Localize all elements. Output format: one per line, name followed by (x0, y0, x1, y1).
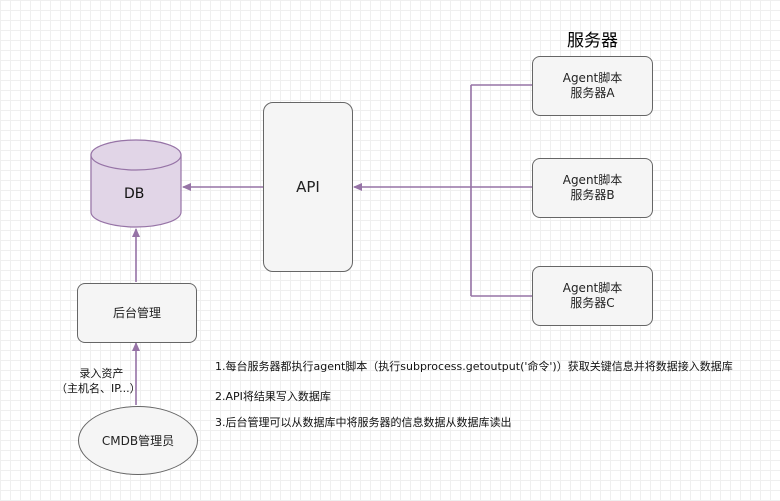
server-b-line1: Agent脚本 (562, 173, 623, 187)
note-2: 2.API将结果写入数据库 (215, 390, 331, 403)
api-node[interactable]: API (263, 102, 353, 272)
server-node-c[interactable]: Agent脚本 服务器C (532, 266, 653, 326)
server-c-line2: 服务器C (570, 296, 615, 310)
server-a-line1: Agent脚本 (562, 71, 623, 85)
server-node-a[interactable]: Agent脚本 服务器A (532, 56, 653, 116)
server-bracket-edge (470, 84, 532, 297)
entry-note-line1: 录入资产 (79, 367, 124, 380)
db-label: DB (124, 186, 145, 202)
api-label: API (296, 177, 320, 196)
backend-label: 后台管理 (112, 305, 161, 320)
entry-note-line2: （主机名、IP...） (56, 382, 141, 395)
admin-label: CMDB管理员 (101, 434, 175, 448)
entry-note: 录入资产 （主机名、IP...） (56, 366, 141, 396)
server-node-b[interactable]: Agent脚本 服务器B (532, 158, 653, 218)
note-1: 1.每台服务器都执行agent脚本（执行subprocess.getoutput… (215, 360, 733, 373)
server-b-line2: 服务器B (570, 188, 615, 202)
admin-node[interactable]: CMDB管理员 (78, 406, 198, 475)
note-3: 3.后台管理可以从数据库中将服务器的信息数据从数据库读出 (215, 416, 512, 429)
server-a-line2: 服务器A (570, 86, 615, 100)
backend-node[interactable]: 后台管理 (77, 283, 197, 343)
db-cylinder (90, 139, 182, 228)
server-c-line1: Agent脚本 (562, 281, 623, 295)
servers-title: 服务器 (567, 31, 618, 51)
